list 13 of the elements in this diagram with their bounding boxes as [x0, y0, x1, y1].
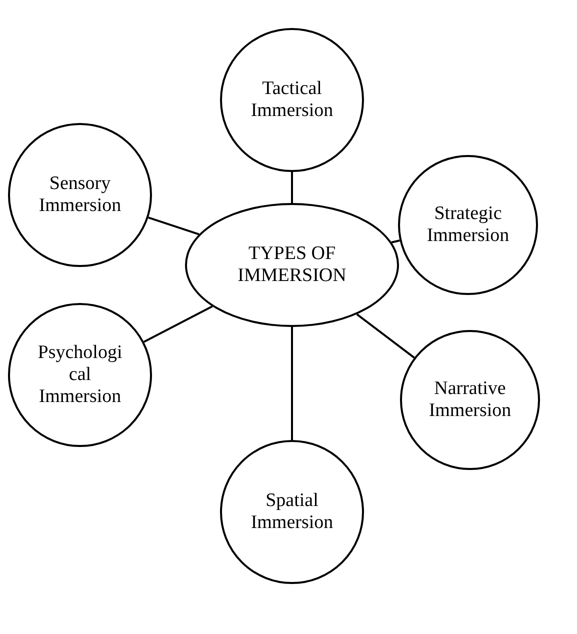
connector-line: [356, 313, 415, 358]
node-label: Strategic Immersion: [426, 203, 510, 247]
node-label: Sensory Immersion: [38, 173, 122, 217]
node-label: Psychologi cal Immersion: [36, 342, 124, 408]
node-label: TYPES OF IMMERSION: [237, 243, 347, 287]
connector-line: [391, 240, 400, 244]
connector-line: [148, 216, 200, 236]
connector-line: [143, 305, 213, 343]
node-label: Spatial Immersion: [250, 490, 334, 534]
node-label: Narrative Immersion: [428, 378, 512, 422]
node-label: Tactical Immersion: [250, 78, 334, 122]
connector-line: [291, 327, 293, 440]
connector-line: [291, 172, 293, 203]
